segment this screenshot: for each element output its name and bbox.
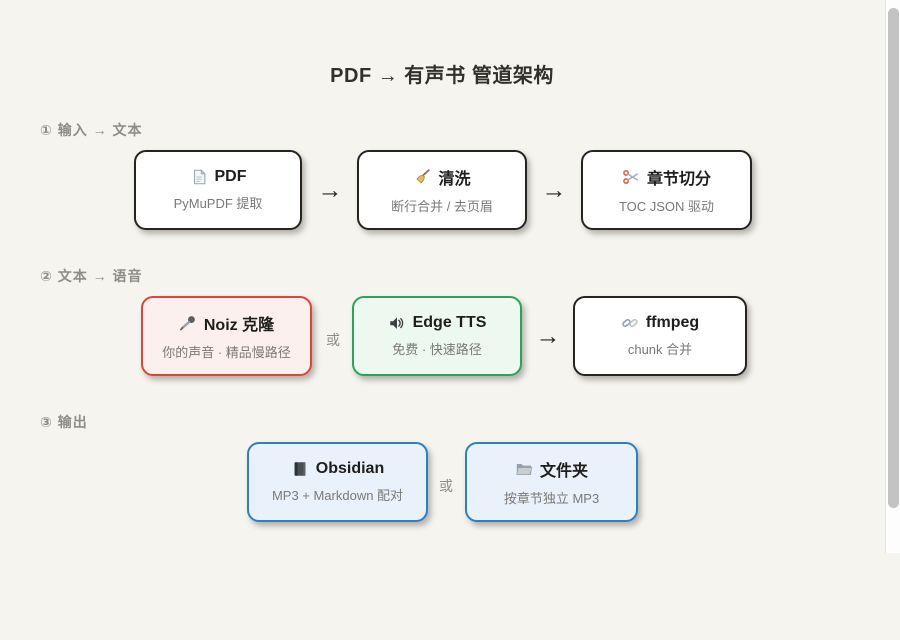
flow-arrow: → [317, 176, 343, 204]
node-folder: 文件夹 按章节独立 MP3 [465, 442, 638, 522]
node-subtitle: chunk 合并 [627, 342, 693, 357]
node-obsidian: Obsidian MP3 + Markdown 配对 [247, 442, 428, 522]
microphone-icon [179, 314, 197, 332]
node-subtitle: 免费 · 快速路径 [392, 342, 482, 357]
broom-icon [413, 168, 431, 186]
node-title: Edge TTS [412, 314, 487, 331]
folder-icon [515, 460, 533, 478]
scrollbar-thumb[interactable] [888, 8, 899, 508]
node-clean: 清洗 断行合并 / 去页眉 [357, 150, 527, 230]
notebook-icon [291, 460, 309, 478]
node-title: PDF [214, 168, 247, 185]
node-subtitle: TOC JSON 驱动 [618, 199, 715, 214]
scissors-icon [622, 168, 640, 186]
node-title: Noiz 克隆 [203, 317, 275, 334]
node-subtitle: MP3 + Markdown 配对 [271, 488, 404, 503]
scrollbar-track[interactable] [885, 0, 900, 553]
node-title: ffmpeg [645, 314, 700, 331]
or-label: 或 [326, 332, 340, 348]
node-subtitle: 断行合并 / 去页眉 [391, 199, 493, 214]
node-pdf: PDF PyMuPDF 提取 [134, 150, 302, 230]
node-title: Obsidian [315, 460, 385, 477]
node-chapter-split: 章节切分 TOC JSON 驱动 [581, 150, 752, 230]
node-ffmpeg: ffmpeg chunk 合并 [573, 296, 747, 376]
node-title: 清洗 [438, 171, 471, 188]
flow-arrow: → [541, 176, 567, 204]
or-label: 或 [439, 478, 453, 494]
node-title: 文件夹 [539, 463, 588, 480]
node-subtitle: 按章节独立 MP3 [503, 491, 600, 506]
node-subtitle: PyMuPDF 提取 [173, 196, 263, 211]
page-title: PDF → 有声书 管道架构 [330, 65, 554, 87]
section-label-input-to-text: ① 输入 → 文本 [40, 122, 143, 138]
page-icon [190, 168, 208, 186]
link-icon [621, 314, 639, 332]
node-title: 章节切分 [646, 171, 711, 188]
section-label-output: ③ 输出 [40, 414, 88, 430]
node-noiz-clone: Noiz 克隆 你的声音 · 精品慢路径 [141, 296, 312, 376]
section-label-text-to-speech: ② 文本 → 语音 [40, 268, 143, 284]
flow-arrow: → [535, 322, 561, 350]
node-edge-tts: Edge TTS 免费 · 快速路径 [352, 296, 522, 376]
speaker-icon [388, 314, 406, 332]
node-subtitle: 你的声音 · 精品慢路径 [162, 345, 291, 360]
